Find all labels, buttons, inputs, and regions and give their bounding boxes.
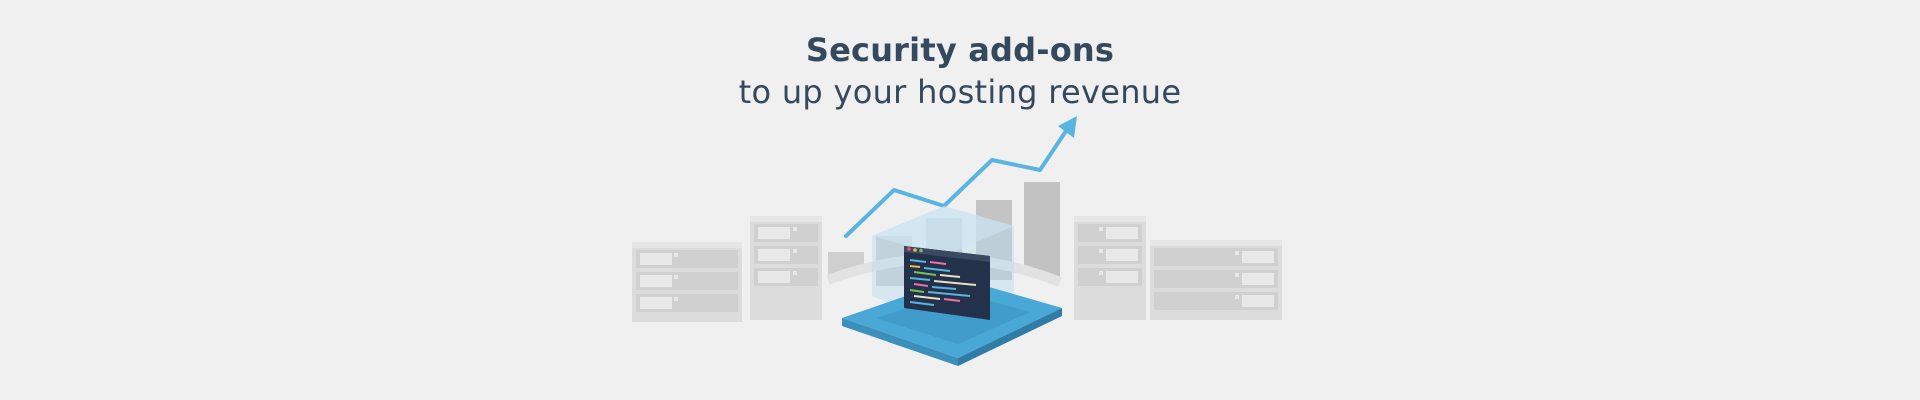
headline-title: Security add-ons xyxy=(805,31,1115,69)
server-rack-icon xyxy=(1074,216,1146,320)
headline-subtitle: to up your hosting revenue xyxy=(738,73,1182,111)
headline: Security add-ons to up your hosting reve… xyxy=(0,28,1920,112)
server-rack-icon xyxy=(750,216,822,320)
platform-base xyxy=(842,278,1062,366)
server-rack-icon xyxy=(1150,240,1282,320)
server-rack-icon xyxy=(632,242,742,322)
growth-arrow-icon xyxy=(844,116,1077,238)
code-window-icon xyxy=(904,246,990,320)
